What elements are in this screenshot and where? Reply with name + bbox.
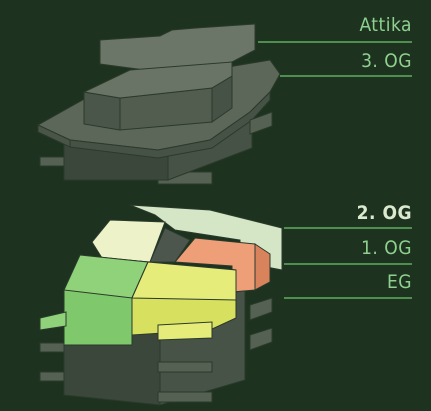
floor-label-og2[interactable]: 2. OG: [356, 202, 412, 224]
floor-label-og1[interactable]: 1. OG: [361, 237, 412, 259]
og1-slab-right: [157, 361, 213, 373]
attika-roof[interactable]: [99, 23, 256, 73]
eg-balcony-right: [249, 327, 273, 351]
og3-balcony-right: [249, 111, 273, 135]
floor-label-eg[interactable]: EG: [386, 271, 412, 293]
unit-salmon-side: [254, 243, 271, 291]
building-upper[interactable]: [36, 23, 281, 185]
og1-slab-left: [39, 342, 65, 353]
upper-slab-bottom-left: [39, 156, 65, 167]
attika-front: [83, 91, 121, 131]
unit-lime-top: [131, 261, 237, 301]
og3-plate-edge-right: [69, 90, 271, 159]
unit-green-balcony: [39, 311, 67, 331]
unit-lime-balcony: [157, 321, 213, 341]
eg-slab-left: [39, 371, 65, 382]
leader-lines: [258, 41, 412, 299]
building-lower[interactable]: [39, 204, 283, 406]
attika-top: [82, 61, 233, 99]
floor-label-og3[interactable]: 3. OG: [361, 50, 412, 72]
eg-slab-right: [157, 391, 213, 403]
floor-label-attika[interactable]: Attika: [359, 14, 412, 36]
unit-cream[interactable]: [91, 219, 166, 263]
og1-balcony-right: [249, 297, 273, 321]
unit-gray: [149, 227, 191, 263]
